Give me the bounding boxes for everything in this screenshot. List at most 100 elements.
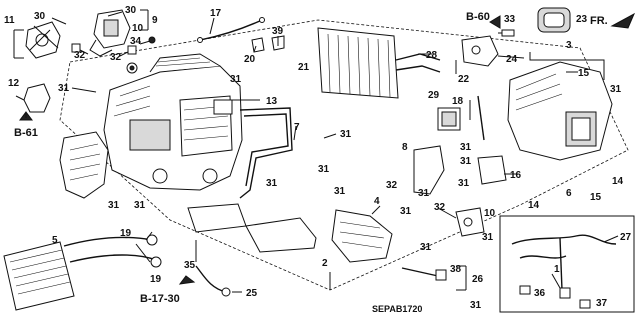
callout-31: 31 <box>458 178 470 189</box>
screw-32b <box>127 45 137 55</box>
callout-7: 7 <box>294 122 300 133</box>
callout-14: 14 <box>528 200 540 211</box>
grommet-19b <box>150 256 162 268</box>
bolt-33 <box>498 29 515 37</box>
cover-plate <box>187 203 247 233</box>
callout-31: 31 <box>340 129 352 140</box>
callout-15: 15 <box>578 68 590 79</box>
grommet-19a <box>146 234 158 246</box>
lower-housing-part-4 <box>331 209 393 263</box>
callout-14: 14 <box>612 176 624 187</box>
actuator-part-12 <box>15 83 51 113</box>
callout-19: 19 <box>150 274 162 285</box>
callout-30: 30 <box>34 11 46 22</box>
callout-35: 35 <box>184 260 196 271</box>
screw-32a <box>71 43 81 53</box>
callout-25: 25 <box>246 288 258 299</box>
callout-32: 32 <box>110 52 122 63</box>
callout-6: 6 <box>566 188 572 199</box>
callout-36: 36 <box>534 288 546 299</box>
ref-b60: B-60 <box>466 11 490 23</box>
callout-31: 31 <box>134 200 146 211</box>
blower-bracket-part-11 <box>25 21 61 59</box>
clip-20 <box>251 37 265 53</box>
callout-19: 19 <box>120 228 132 239</box>
callout-27: 27 <box>620 232 632 243</box>
screw-34 <box>139 36 156 45</box>
callout-30: 30 <box>125 5 137 16</box>
bracket-3 <box>529 52 605 80</box>
evaporator-part-21 <box>317 27 441 99</box>
callout-12: 12 <box>8 78 20 89</box>
callout-31: 31 <box>420 242 432 253</box>
ref-front: FR. <box>590 15 608 27</box>
upper-housing-part-3 <box>507 61 613 161</box>
screw-10 <box>126 62 138 74</box>
arrow-b1730 <box>178 275 196 285</box>
callout-23: 23 <box>576 14 588 25</box>
pipe-part-7 <box>239 107 293 199</box>
callout-31: 31 <box>58 83 70 94</box>
motor-part-9 <box>89 9 131 57</box>
actuator-part-18 <box>437 107 461 131</box>
callout-33: 33 <box>504 14 516 25</box>
callout-31: 31 <box>460 156 472 167</box>
front-arrow-icon <box>610 12 636 29</box>
callout-29: 29 <box>428 90 440 101</box>
callout-11: 11 <box>4 15 15 26</box>
callout-31: 31 <box>610 84 622 95</box>
callout-2: 2 <box>322 258 328 269</box>
ref-b61: B-61 <box>14 127 38 139</box>
cable-part-17 <box>199 19 263 41</box>
callout-31: 31 <box>470 300 482 311</box>
callout-31: 31 <box>334 186 346 197</box>
callout-38: 38 <box>450 264 462 275</box>
callout-18: 18 <box>452 96 464 107</box>
seal-pad-23 <box>537 7 571 33</box>
motor-part-10 <box>455 207 485 237</box>
callout-32: 32 <box>386 180 398 191</box>
motor-part-16 <box>477 155 507 185</box>
callout-26: 26 <box>472 274 484 285</box>
callout-9: 9 <box>152 15 158 26</box>
callout-16: 16 <box>510 170 522 181</box>
arrow-b61 <box>19 111 33 121</box>
callout-31: 31 <box>108 200 120 211</box>
callout-8: 8 <box>402 142 408 153</box>
ref-b1730: B-17-30 <box>140 293 180 305</box>
callout-15: 15 <box>590 192 602 203</box>
callout-10: 10 <box>132 23 144 34</box>
callout-31: 31 <box>230 74 242 85</box>
sensor-part-26 <box>401 267 447 281</box>
drain-hose-25 <box>195 265 227 293</box>
callout-31: 31 <box>482 232 494 243</box>
diagram-code: SEPAB1720 <box>372 304 422 314</box>
callout-31: 31 <box>318 164 330 175</box>
callout-1: 1 <box>554 264 560 275</box>
callout-22: 22 <box>458 74 470 85</box>
callout-39: 39 <box>272 26 284 37</box>
callout-3: 3 <box>566 40 572 51</box>
leader-lines <box>51 11 619 293</box>
callout-28: 28 <box>426 50 438 61</box>
callout-21: 21 <box>298 62 310 73</box>
tray-part-2 <box>245 217 317 253</box>
duct-left <box>59 131 109 199</box>
heater-housing <box>103 53 243 191</box>
callout-31: 31 <box>266 178 278 189</box>
callout-31: 31 <box>400 206 412 217</box>
callout-31: 31 <box>418 188 430 199</box>
callout-4: 4 <box>374 196 380 207</box>
callout-32: 32 <box>434 202 446 213</box>
callout-34: 34 <box>130 36 142 47</box>
callout-20: 20 <box>244 54 256 65</box>
arrow-b60 <box>489 15 501 29</box>
actuator-part-13 <box>213 99 233 115</box>
callout-5: 5 <box>52 235 58 246</box>
callout-17: 17 <box>210 8 222 19</box>
expansion-valve-24 <box>461 35 499 67</box>
heater-core-part-5 <box>3 236 157 311</box>
callout-10: 10 <box>484 208 496 219</box>
